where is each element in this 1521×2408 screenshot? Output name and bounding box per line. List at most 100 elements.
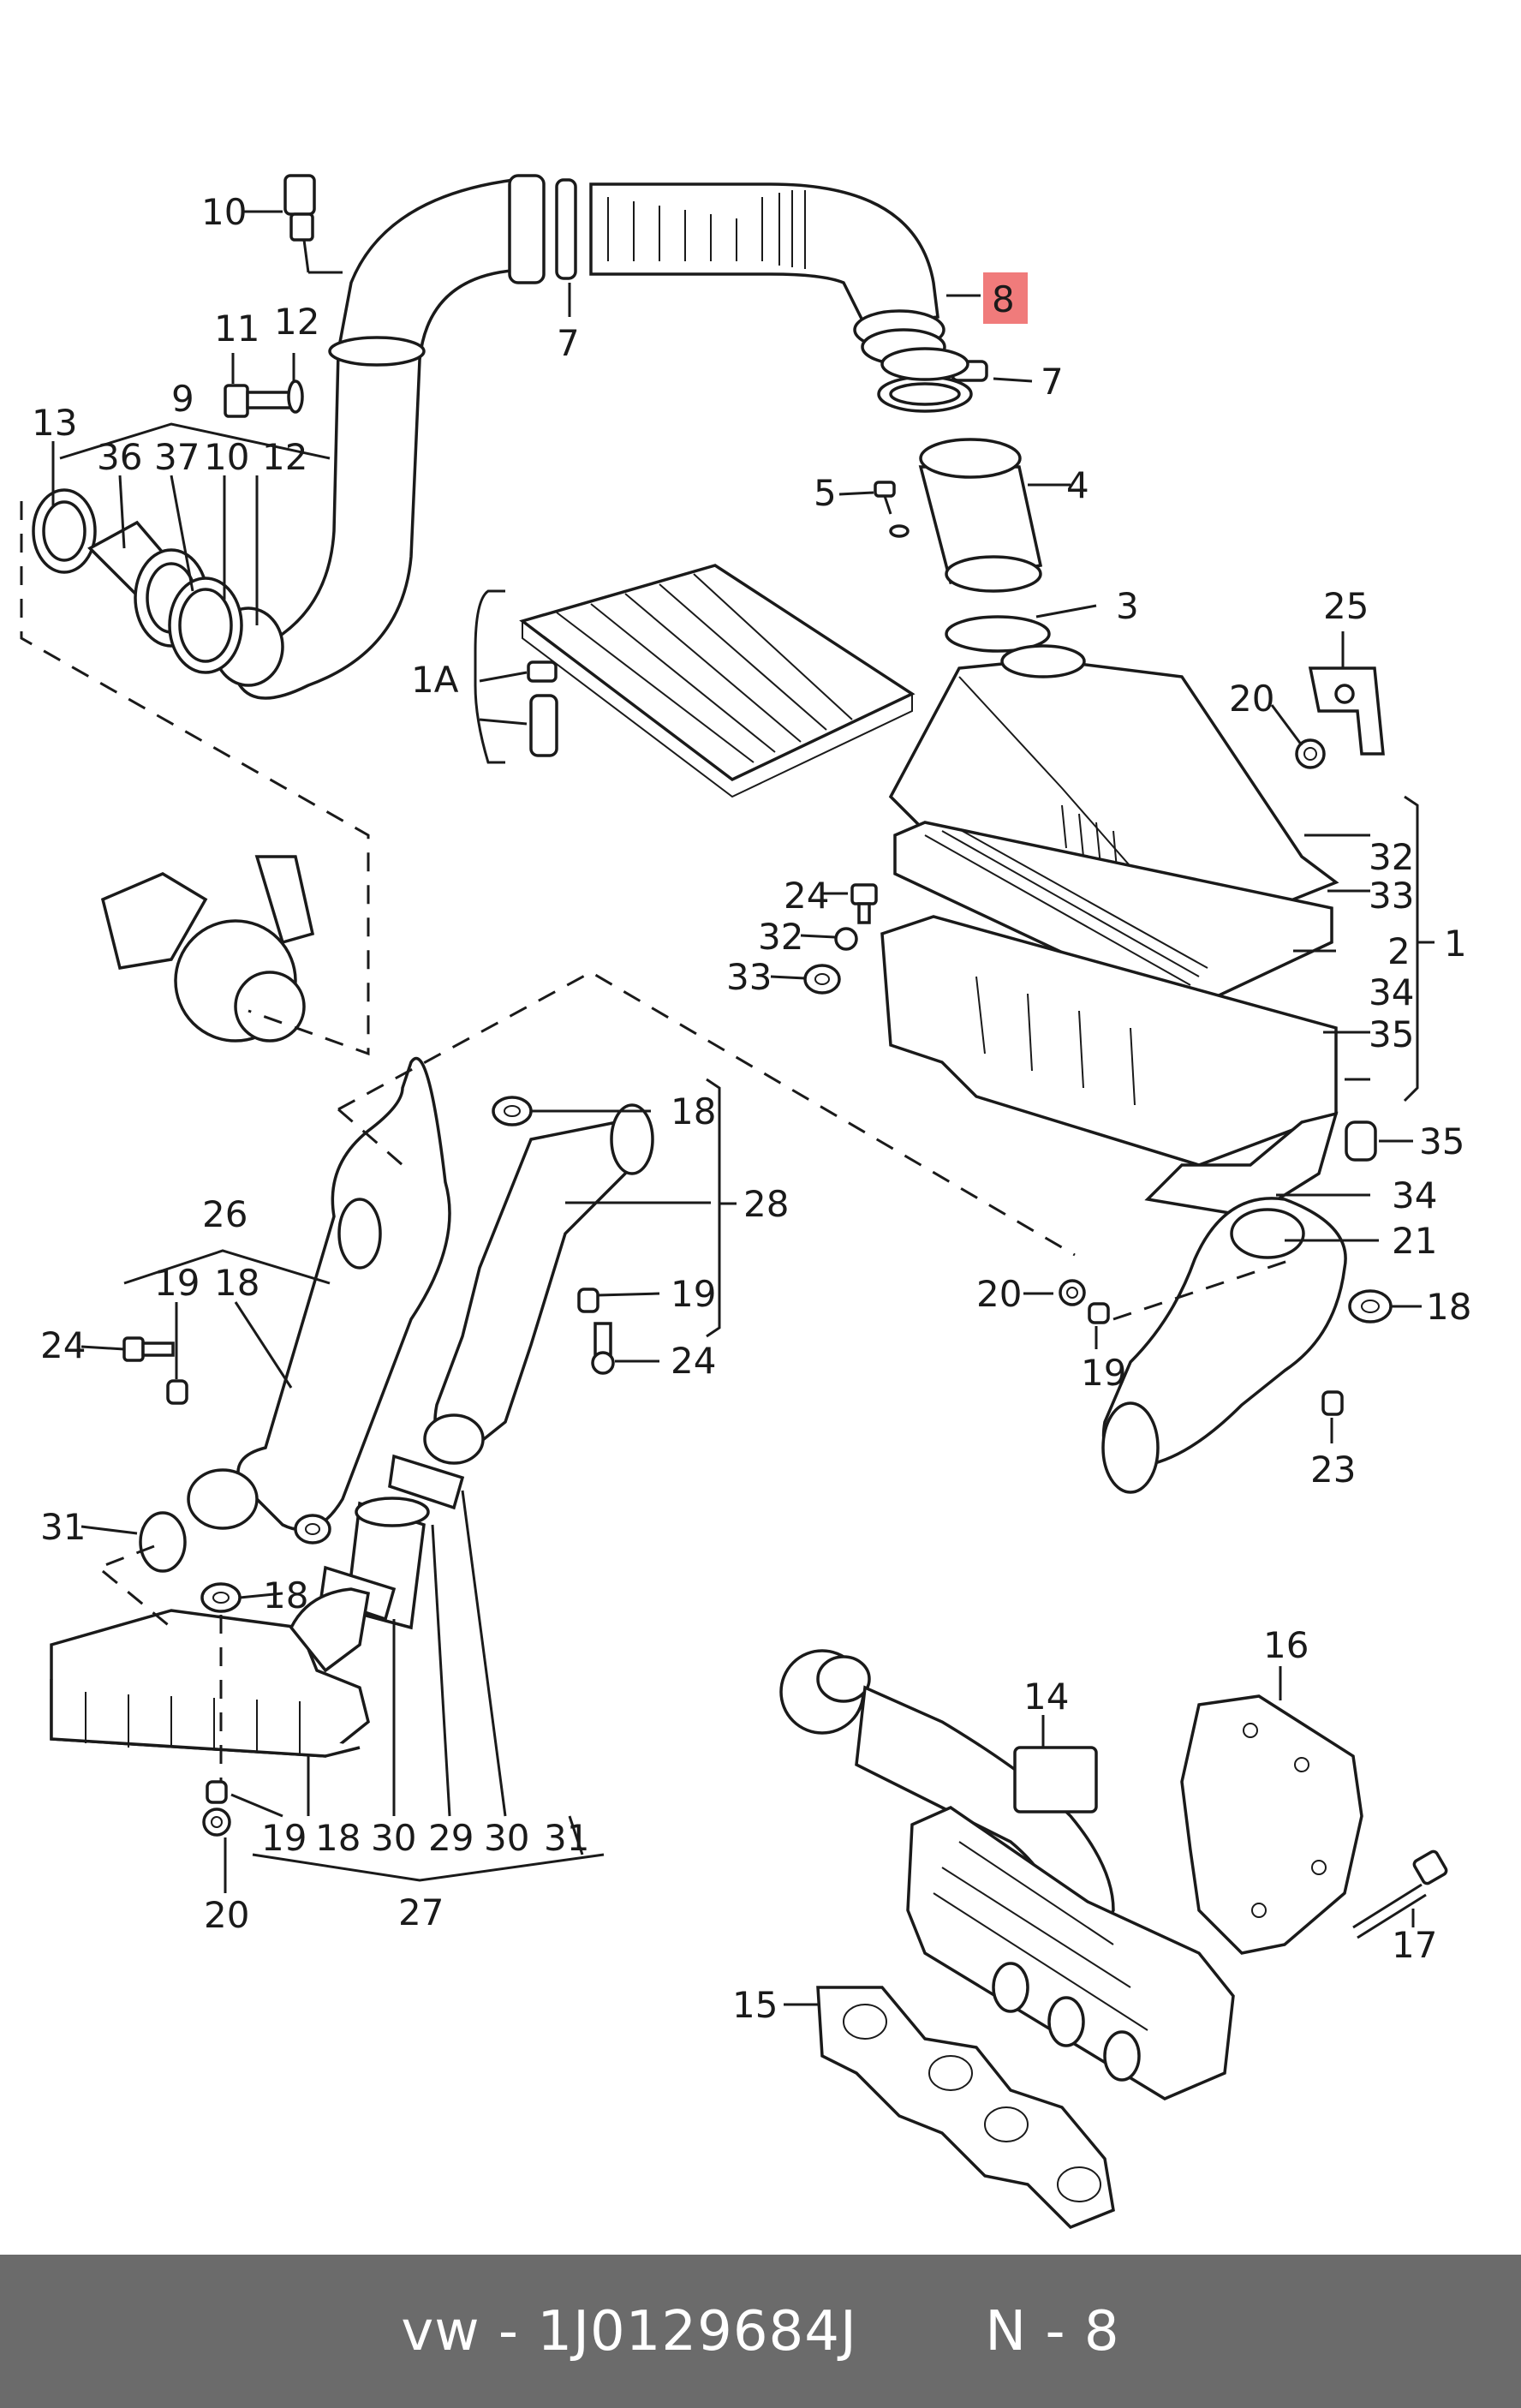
- clamp-part-13[interactable]: [32, 488, 97, 574]
- callout-31: 31: [544, 1817, 589, 1859]
- gasket-part-15[interactable]: [816, 1986, 1115, 2230]
- callout-36: 36: [97, 436, 142, 478]
- callout-1: 1: [1444, 923, 1467, 965]
- clip-part-19b[interactable]: [577, 1288, 599, 1313]
- callout-19: 19: [671, 1273, 716, 1315]
- callout-31: 31: [40, 1506, 86, 1548]
- callout-18: 18: [263, 1574, 308, 1616]
- callout-24: 24: [40, 1324, 86, 1366]
- callout-19: 19: [261, 1817, 307, 1859]
- callout-18: 18: [1426, 1286, 1471, 1328]
- callout-16: 16: [1263, 1624, 1309, 1666]
- washer-part-32b[interactable]: [834, 927, 858, 951]
- clamp-part-30b[interactable]: [388, 1454, 465, 1510]
- callout-labels: 10 8 7 11 12 7 9 13 36 37 10 12 5 4 3 1A…: [32, 191, 1471, 2026]
- callout-28: 28: [743, 1183, 789, 1225]
- callout-20: 20: [1229, 678, 1274, 720]
- callout-30: 30: [371, 1817, 416, 1859]
- grommet-part-18c[interactable]: [1348, 1289, 1393, 1324]
- callout-8: 8: [992, 278, 1015, 320]
- callout-9: 9: [171, 378, 194, 420]
- mount-part-35[interactable]: [1345, 1120, 1377, 1162]
- nut-part-20a[interactable]: [1295, 738, 1326, 769]
- callout-10: 10: [204, 436, 249, 478]
- callout-13: 13: [32, 402, 77, 444]
- intercooler-part-27[interactable]: [50, 1587, 370, 1758]
- filter-element-part-2[interactable]: [893, 821, 1333, 1013]
- callout-19: 19: [154, 1262, 200, 1304]
- intake-hose-part-8[interactable]: [589, 182, 946, 366]
- bracket-part-25[interactable]: [1308, 666, 1385, 756]
- callout-20: 20: [976, 1273, 1022, 1315]
- callout-32: 32: [758, 916, 803, 958]
- o-ring-part-31a[interactable]: [139, 1511, 187, 1573]
- callout-3: 3: [1116, 585, 1139, 627]
- clip-part-19d[interactable]: [206, 1780, 228, 1804]
- charge-pipe-part-26[interactable]: [187, 1056, 451, 1532]
- bolt-part-24a[interactable]: [850, 883, 878, 924]
- clamp-part-7b[interactable]: [877, 347, 988, 413]
- clip-part-23[interactable]: [1321, 1390, 1344, 1416]
- callout-17: 17: [1392, 1924, 1437, 1966]
- nut-part-20c[interactable]: [202, 1807, 231, 1837]
- charge-pipe-part-28[interactable]: [423, 1103, 654, 1465]
- clip-part-19a[interactable]: [166, 1379, 188, 1405]
- air-filter-element-part-1a[interactable]: [519, 564, 916, 798]
- callout-24: 24: [671, 1340, 716, 1382]
- callout-19: 19: [1081, 1352, 1126, 1394]
- footer-gap: [857, 2300, 985, 2363]
- callout-33: 33: [1369, 875, 1414, 917]
- bolt-part-24c[interactable]: [591, 1322, 615, 1375]
- sensor-part-10[interactable]: [283, 174, 343, 274]
- callout-7: 7: [557, 322, 580, 364]
- callout-25: 25: [1323, 585, 1369, 627]
- air-mass-meter-part-4[interactable]: [918, 438, 1043, 593]
- intake-manifold: [906, 1806, 1235, 2100]
- callout-15: 15: [732, 1984, 778, 2026]
- callout-26: 26: [202, 1193, 248, 1235]
- bolt-part-11[interactable]: [224, 379, 304, 418]
- parts-diagram: 10 8 7 11 12 7 9 13 36 37 10 12 5 4 3 1A…: [20, 174, 1471, 2230]
- callout-2: 2: [1387, 930, 1411, 972]
- o-ring-part-3[interactable]: [945, 615, 1051, 653]
- callout-18: 18: [315, 1817, 361, 1859]
- highlight-marker-8: [983, 272, 1028, 324]
- callout-18: 18: [214, 1262, 259, 1304]
- callout-34: 34: [1392, 1174, 1437, 1216]
- callout-21: 21: [1392, 1220, 1437, 1262]
- diagram-ref-label: N - 8: [985, 2299, 1120, 2363]
- callout-29: 29: [428, 1817, 474, 1859]
- grommet-part-18e[interactable]: [200, 1582, 242, 1613]
- clamp-part-37[interactable]: [168, 577, 243, 674]
- callout-11: 11: [214, 308, 259, 350]
- callout-5: 5: [814, 472, 837, 514]
- callout-37: 37: [154, 436, 200, 478]
- heat-shield-part-16[interactable]: [1180, 1694, 1363, 1955]
- callout-35: 35: [1419, 1120, 1464, 1162]
- callout-18: 18: [671, 1090, 716, 1132]
- callout-12: 12: [274, 301, 319, 343]
- callout-10: 10: [201, 191, 247, 233]
- screw-part-5[interactable]: [874, 481, 910, 538]
- nut-part-20b[interactable]: [1059, 1279, 1086, 1306]
- bolt-part-24b[interactable]: [122, 1336, 175, 1362]
- callout-24: 24: [784, 875, 829, 917]
- grommet-part-18d[interactable]: [294, 1514, 331, 1545]
- part-number-label: 1J0129684J: [537, 2299, 857, 2363]
- air-filter-housing-lower[interactable]: [880, 915, 1339, 1218]
- plug-part-1a-small[interactable]: [527, 660, 558, 757]
- callout-32: 32: [1369, 836, 1414, 878]
- callout-34: 34: [1369, 971, 1414, 1013]
- callout-23: 23: [1310, 1449, 1356, 1491]
- callout-33: 33: [726, 956, 772, 998]
- callout-14: 14: [1023, 1676, 1069, 1718]
- grommet-part-18a[interactable]: [492, 1096, 533, 1126]
- bolt-part-17[interactable]: [1352, 1849, 1448, 1939]
- grommet-part-33b[interactable]: [803, 964, 841, 995]
- air-duct-part-21[interactable]: [1101, 1197, 1347, 1494]
- callout-4: 4: [1066, 464, 1089, 506]
- part-info-footer: vw - 1J0129684J N - 8: [0, 2255, 1521, 2408]
- turbocharger: [100, 855, 315, 1043]
- clip-part-19c[interactable]: [1088, 1302, 1110, 1324]
- callout-27: 27: [398, 1891, 444, 1933]
